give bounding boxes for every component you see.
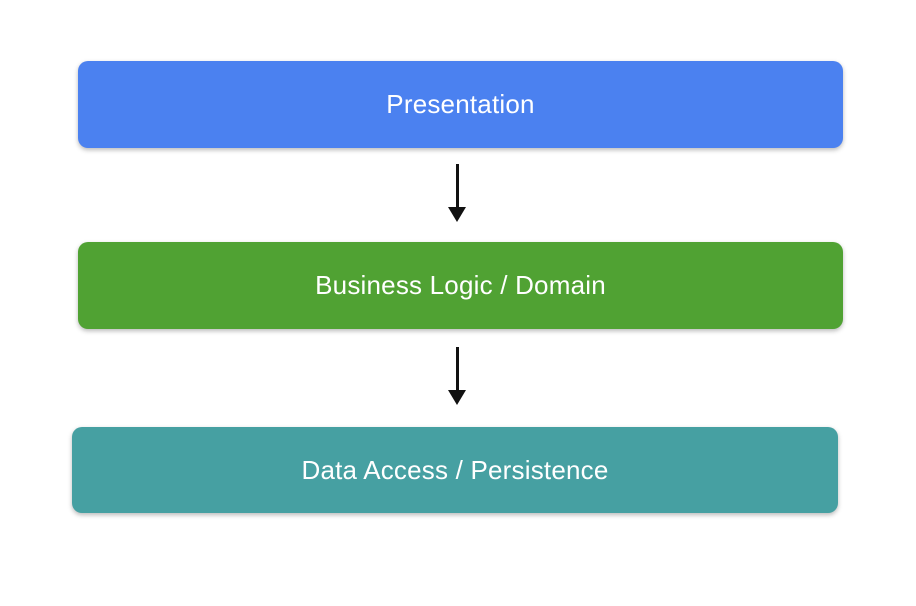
arrow-head [448,207,466,222]
layer-box-data-access: Data Access / Persistence [72,427,838,513]
layer-box-business-logic: Business Logic / Domain [78,242,843,329]
arrow-head [448,390,466,405]
layer-label-presentation: Presentation [386,89,535,119]
layer-label-data-access: Data Access / Persistence [301,454,609,485]
layer-label-business-logic: Business Logic / Domain [315,270,606,300]
arrow-shaft [455,347,459,390]
down-arrow-icon [448,164,466,222]
down-arrow-icon [448,347,466,405]
layer-box-presentation: Presentation [78,61,843,148]
arrow-shaft [455,164,459,207]
